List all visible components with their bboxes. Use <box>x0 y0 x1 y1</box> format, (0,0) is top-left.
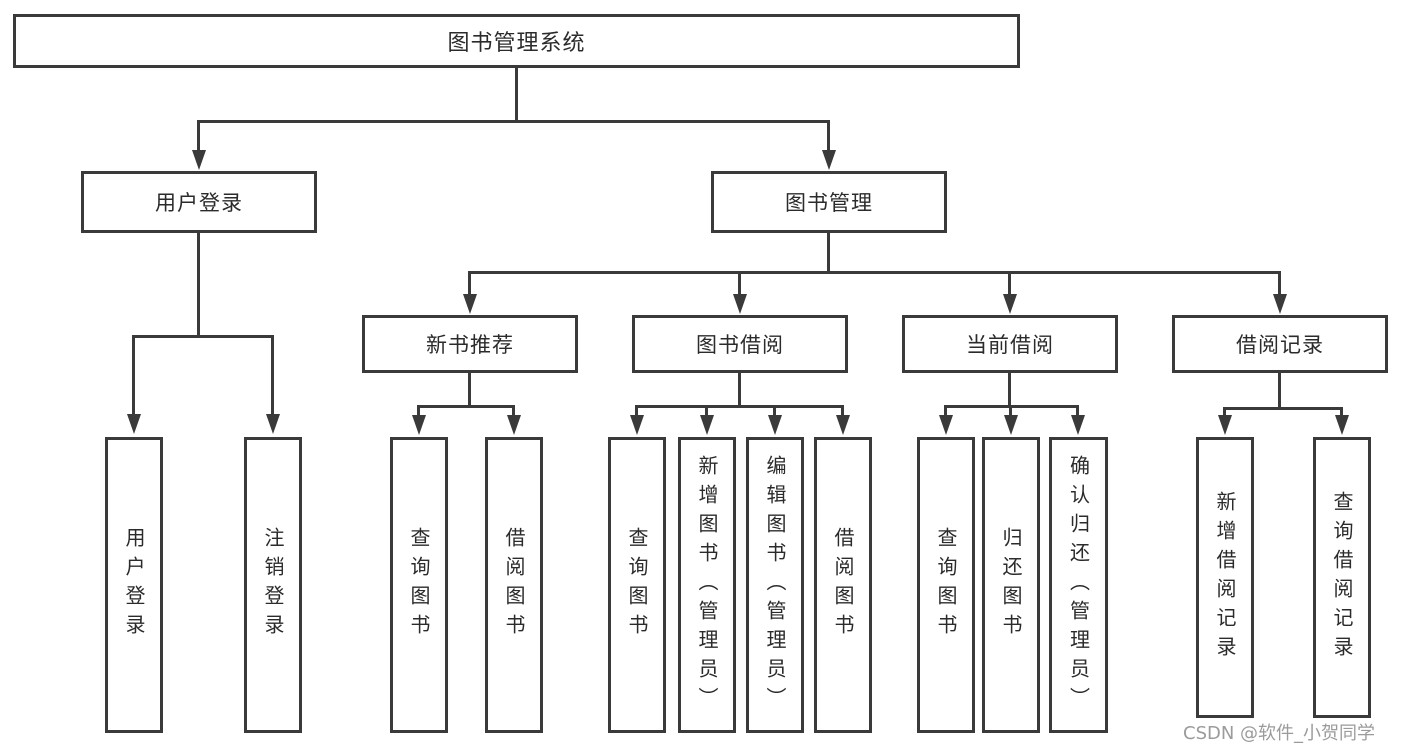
arrow-down-icon <box>768 415 782 435</box>
node-label: 查询图书 <box>934 527 958 643</box>
node-borrow-records: 借阅记录 <box>1172 315 1388 373</box>
leaf-logout: 注销登录 <box>244 437 302 733</box>
arrow-down-icon <box>266 414 280 434</box>
arrow-down-icon <box>507 415 521 435</box>
node-book-borrow: 图书借阅 <box>632 315 848 373</box>
node-label: 用户登录 <box>155 191 243 215</box>
csdn-watermark: CSDN @软件_小贺同学 <box>1183 723 1376 744</box>
connector-line <box>827 233 830 274</box>
connector-line <box>515 68 518 120</box>
leaf-bb-borrow-books: 借阅图书 <box>814 437 872 733</box>
connector-line <box>1278 373 1281 409</box>
node-label: 借阅图书 <box>831 527 855 643</box>
connector-line <box>197 120 830 123</box>
node-label: 新增图书（管理员） <box>695 454 719 716</box>
node-label: 当前借阅 <box>966 333 1054 357</box>
node-label: 查询图书 <box>625 527 649 643</box>
connector-line <box>1008 373 1011 407</box>
node-label: 图书管理系统 <box>447 31 586 56</box>
leaf-nb-query-books: 查询图书 <box>390 437 448 733</box>
connector-line <box>705 405 708 417</box>
connector-line <box>197 120 200 152</box>
connector-line <box>417 405 515 408</box>
node-label: 图书管理 <box>785 191 873 215</box>
connector-line <box>417 405 420 417</box>
node-label: 借阅图书 <box>502 527 526 643</box>
connector-line <box>1076 405 1079 417</box>
connector-line <box>841 405 844 417</box>
arrow-down-icon <box>1273 294 1287 314</box>
connector-line <box>1223 407 1226 417</box>
leaf-cb-confirm-return-admin: 确认归还（管理员） <box>1049 437 1108 733</box>
connector-line <box>1340 407 1343 417</box>
leaf-bb-add-books-admin: 新增图书（管理员） <box>678 437 736 733</box>
leaf-cb-return-books: 归还图书 <box>982 437 1040 733</box>
node-user-login: 用户登录 <box>81 171 317 233</box>
node-root: 图书管理系统 <box>13 14 1020 68</box>
node-label: 注销登录 <box>261 527 285 643</box>
connector-line <box>738 271 741 296</box>
node-label: 确认归还（管理员） <box>1066 454 1091 716</box>
arrow-down-icon <box>836 415 850 435</box>
node-label: 图书借阅 <box>696 333 784 357</box>
leaf-br-add-record: 新增借阅记录 <box>1196 437 1254 718</box>
connector-line <box>132 335 274 338</box>
connector-line <box>1009 405 1012 417</box>
connector-line <box>944 405 947 417</box>
arrow-down-icon <box>700 415 714 435</box>
leaf-user-login: 用户登录 <box>105 437 163 733</box>
arrow-down-icon <box>939 415 953 435</box>
connector-line <box>738 373 741 407</box>
arrow-down-icon <box>1218 415 1232 435</box>
node-label: 新增借阅记录 <box>1213 490 1237 665</box>
connector-line <box>773 405 776 417</box>
arrow-down-icon <box>1071 415 1085 435</box>
leaf-cb-query-books: 查询图书 <box>917 437 975 733</box>
arrow-down-icon <box>1004 415 1018 435</box>
leaf-br-query-record: 查询借阅记录 <box>1313 437 1371 718</box>
node-current-borrow: 当前借阅 <box>902 315 1118 373</box>
node-label: 借阅记录 <box>1236 333 1324 357</box>
node-new-book-recommend: 新书推荐 <box>362 315 578 373</box>
node-book-management: 图书管理 <box>711 171 947 233</box>
node-label: 编辑图书（管理员） <box>763 454 787 716</box>
node-label: 新书推荐 <box>426 333 514 357</box>
connector-line <box>635 405 844 408</box>
connector-line <box>197 233 200 335</box>
connector-line <box>1223 407 1343 410</box>
connector-line <box>827 120 830 152</box>
connector-line <box>635 405 638 417</box>
connector-line <box>1278 271 1281 296</box>
node-label: 归还图书 <box>999 527 1023 643</box>
leaf-bb-query-books: 查询图书 <box>608 437 666 733</box>
connector-line <box>468 373 471 407</box>
node-label: 查询图书 <box>407 527 431 643</box>
connector-line <box>132 335 135 415</box>
connector-line <box>271 335 274 415</box>
node-label: 用户登录 <box>122 527 146 643</box>
arrow-down-icon <box>127 414 141 434</box>
leaf-bb-edit-books-admin: 编辑图书（管理员） <box>746 437 804 733</box>
connector-line <box>468 271 1281 274</box>
arrow-down-icon <box>412 415 426 435</box>
leaf-nb-borrow-books: 借阅图书 <box>485 437 543 733</box>
arrow-down-icon <box>1335 415 1349 435</box>
arrow-down-icon <box>463 294 477 314</box>
arrow-down-icon <box>630 415 644 435</box>
arrow-down-icon <box>822 150 836 170</box>
node-label: 查询借阅记录 <box>1330 490 1354 665</box>
arrow-down-icon <box>192 150 206 170</box>
arrow-down-icon <box>733 294 747 314</box>
connector-line <box>512 405 515 417</box>
connector-line <box>468 271 471 296</box>
arrow-down-icon <box>1003 294 1017 314</box>
connector-line <box>1008 271 1011 296</box>
